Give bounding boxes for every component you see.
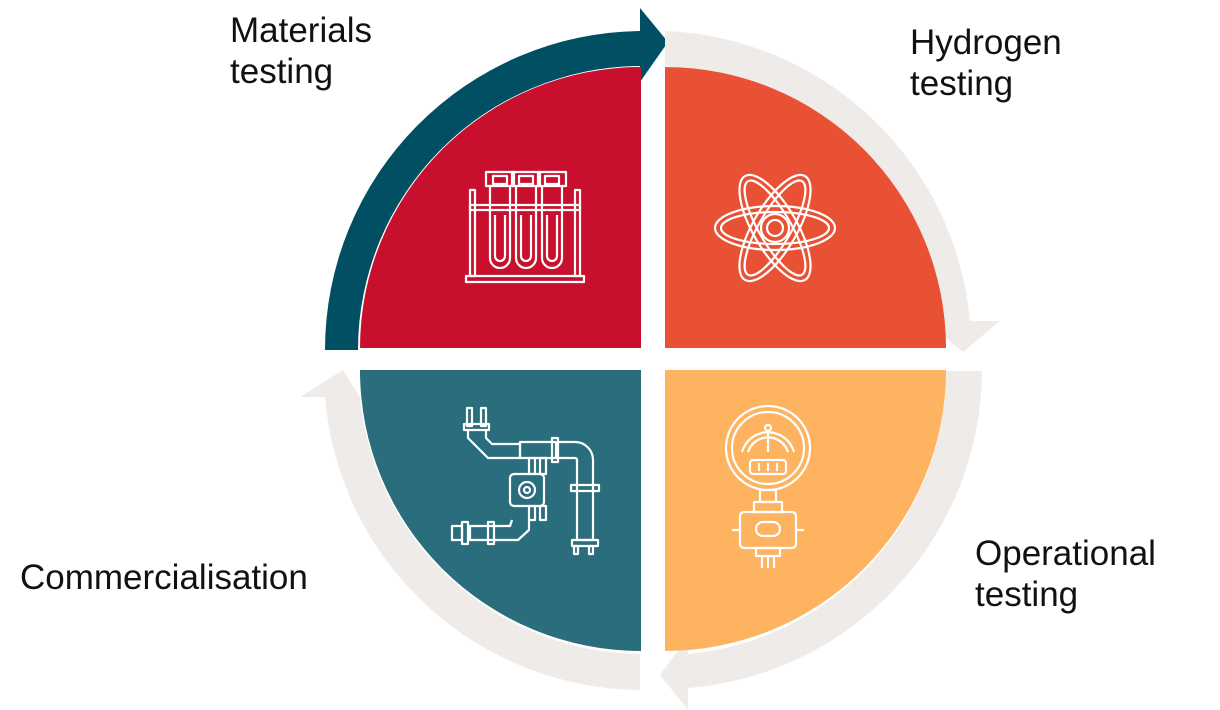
pressure-gauge-icon	[724, 404, 812, 568]
arrow-materials-to-hydrogen	[325, 8, 668, 350]
label-hydrogen-testing: Hydrogen testing	[910, 22, 1062, 104]
quadrant-commercialisation	[360, 370, 641, 651]
test-tubes-rack-icon	[464, 170, 586, 284]
label-materials-testing: Materials testing	[230, 10, 372, 92]
label-materials-line-2: testing	[230, 52, 334, 91]
pipeline-valve-icon	[450, 406, 601, 556]
arrow-operational-to-commercialisation	[660, 371, 982, 710]
label-commercialisation: Commercialisation	[20, 557, 308, 598]
quadrant-operational-testing	[665, 370, 946, 651]
label-commercialisation-line-1: Commercialisation	[20, 558, 308, 597]
atom-icon	[713, 173, 837, 283]
quadrant-materials-testing	[360, 67, 641, 348]
label-operational-line-2: testing	[975, 575, 1079, 614]
arrow-commercialisation-to-materials	[300, 370, 640, 690]
label-hydrogen-line-1: Hydrogen	[910, 23, 1062, 62]
label-hydrogen-line-2: testing	[910, 64, 1014, 103]
label-materials-line-1: Materials	[230, 11, 372, 50]
label-operational-testing: Operational testing	[975, 533, 1156, 615]
quadrant-hydrogen-testing	[665, 67, 946, 348]
label-operational-line-1: Operational	[975, 534, 1156, 573]
